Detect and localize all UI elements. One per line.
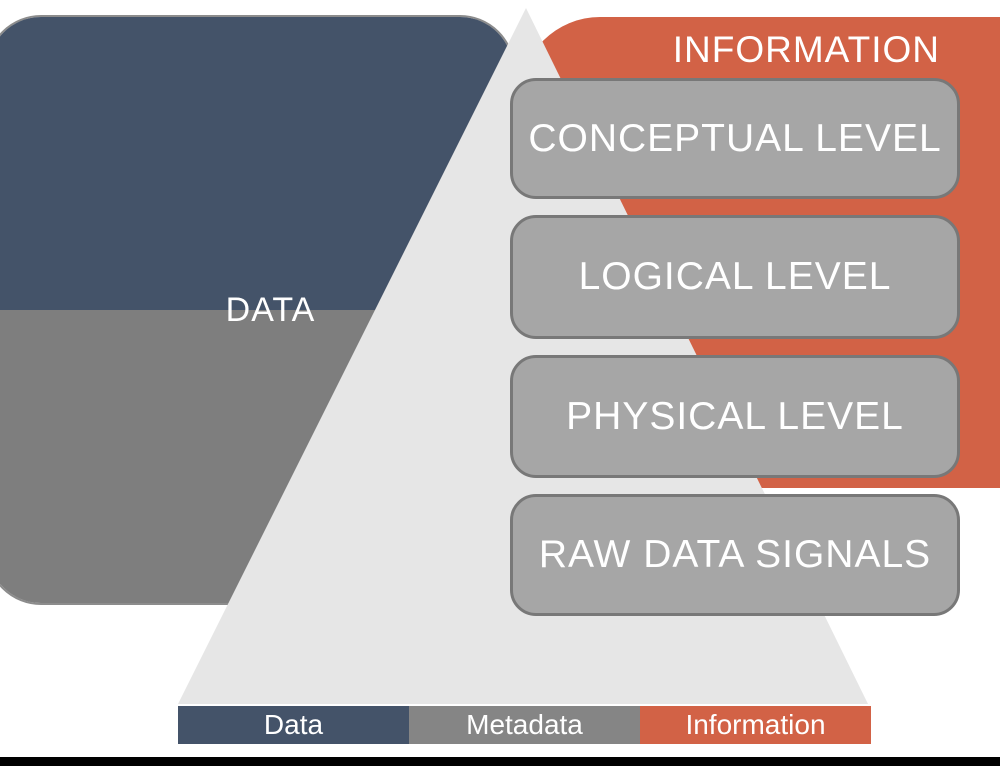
legend-item-data-label: Data bbox=[263, 709, 324, 740]
data-block-label: DATA bbox=[225, 291, 316, 329]
legend-item-metadata-label: Metadata bbox=[466, 709, 583, 740]
data-block-bottom-half bbox=[0, 310, 513, 603]
data-block-top-half bbox=[0, 17, 513, 310]
level-box-raw-data-signals: RAW DATA SIGNALS bbox=[510, 494, 960, 616]
level-box-conceptual-label: CONCEPTUAL LEVEL bbox=[528, 116, 942, 160]
legend-item-data: Data bbox=[178, 706, 409, 744]
level-box-raw-data-signals-label: RAW DATA SIGNALS bbox=[538, 533, 932, 576]
footer-bar bbox=[0, 757, 1000, 766]
level-box-conceptual: CONCEPTUAL LEVEL bbox=[510, 78, 960, 199]
information-block-label: INFORMATION bbox=[672, 29, 940, 70]
legend-item-information: Information bbox=[640, 706, 871, 744]
level-box-logical-label: LOGICAL LEVEL bbox=[578, 255, 892, 298]
level-box-physical: PHYSICAL LEVEL bbox=[510, 355, 960, 478]
legend-bar: Data Metadata Information bbox=[178, 706, 871, 744]
legend-item-metadata: Metadata bbox=[409, 706, 640, 744]
level-box-physical-label: PHYSICAL LEVEL bbox=[566, 394, 904, 438]
level-box-logical: LOGICAL LEVEL bbox=[510, 215, 960, 339]
legend-item-information-label: Information bbox=[685, 709, 826, 740]
